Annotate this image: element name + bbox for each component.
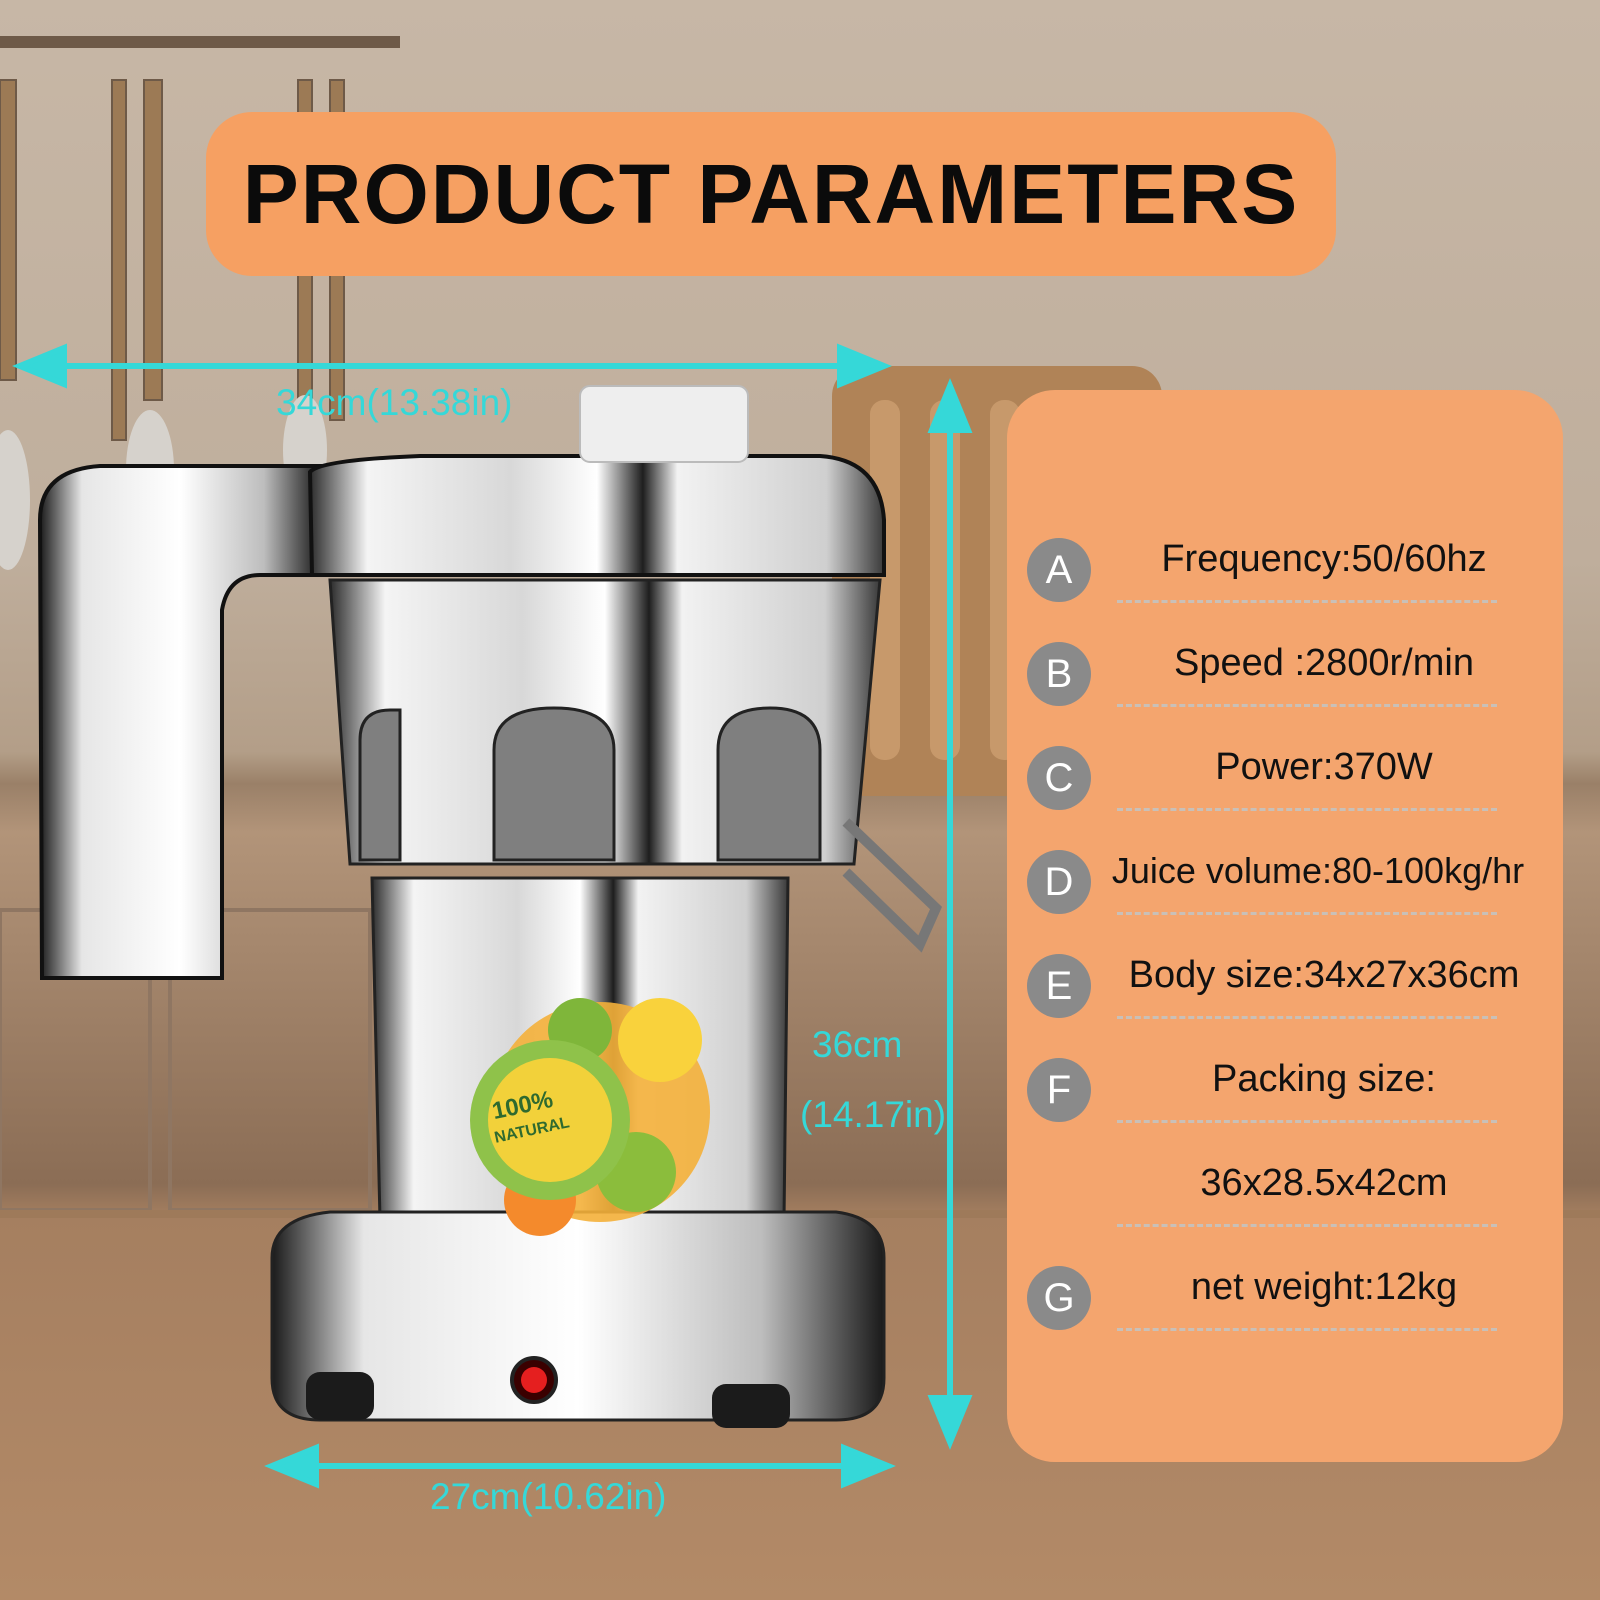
spec-row-f2: 36x28.5x42cm xyxy=(1007,1154,1563,1254)
spec-frequency: Frequency:50/60hz xyxy=(1161,538,1487,580)
spec-packing-size: Packing size: xyxy=(1212,1058,1436,1100)
feed-chute xyxy=(579,385,749,463)
spec-body-size: Body size:34x27x36cm xyxy=(1128,954,1520,996)
juicer-base xyxy=(270,1210,886,1422)
spec-row-c: C Power:370W xyxy=(1007,738,1563,838)
divider xyxy=(1117,1016,1497,1019)
height-label-in: (14.17in) xyxy=(800,1094,947,1135)
fruit-sticker xyxy=(470,998,710,1236)
spec-row-d: D Juice volume:80-100kg/hr xyxy=(1007,842,1563,942)
spec-row-f: F Packing size: xyxy=(1007,1050,1563,1150)
divider xyxy=(1117,704,1497,707)
spec-badge-f: F xyxy=(1027,1058,1091,1122)
spec-row-b: B Speed :2800r/min xyxy=(1007,634,1563,734)
title-banner: PRODUCT PARAMETERS xyxy=(206,112,1336,276)
spec-badge-a: A xyxy=(1027,538,1091,602)
width-label: 34cm(13.38in) xyxy=(276,382,513,423)
divider xyxy=(1117,1328,1497,1331)
pulp-ejector xyxy=(842,818,942,953)
page-title: PRODUCT PARAMETERS xyxy=(242,146,1300,241)
divider xyxy=(1117,1120,1497,1123)
spec-packing-dims: 36x28.5x42cm xyxy=(1200,1162,1448,1204)
divider xyxy=(1117,808,1497,811)
spec-speed: Speed :2800r/min xyxy=(1174,642,1474,684)
spec-panel: A Frequency:50/60hz B Speed :2800r/min C… xyxy=(1007,390,1563,1462)
spec-badge-b: B xyxy=(1027,642,1091,706)
spec-juice-volume: Juice volume:80-100kg/hr xyxy=(1111,850,1525,891)
divider xyxy=(1117,1224,1497,1227)
spec-row-a: A Frequency:50/60hz xyxy=(1007,530,1563,630)
spec-badge-d: D xyxy=(1027,850,1091,914)
spec-badge-e: E xyxy=(1027,954,1091,1018)
divider xyxy=(1117,912,1497,915)
spec-power: Power:370W xyxy=(1215,746,1433,788)
height-label-cm: 36cm xyxy=(812,1024,903,1065)
spec-badge-c: C xyxy=(1027,746,1091,810)
spec-row-e: E Body size:34x27x36cm xyxy=(1007,946,1563,1046)
spec-badge-g: G xyxy=(1027,1266,1091,1330)
depth-label: 27cm(10.62in) xyxy=(430,1476,667,1517)
spec-net-weight: net weight:12kg xyxy=(1190,1266,1458,1308)
divider xyxy=(1117,600,1497,603)
spec-row-g: G net weight:12kg xyxy=(1007,1258,1563,1358)
juicer-lid xyxy=(307,454,886,577)
